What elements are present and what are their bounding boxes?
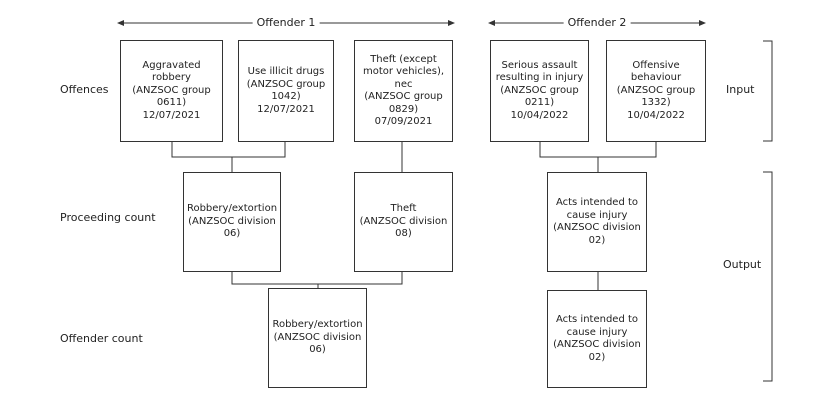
offence-box-offensive-behaviour: Offensive behaviour (ANZSOC group 1332) … (606, 40, 706, 142)
input-bracket (763, 40, 773, 142)
offence-box-aggravated-robbery: Aggravated robbery (ANZSOC group 0611) 1… (120, 40, 223, 142)
connector-assault-offensive (539, 142, 657, 158)
offender2-left-arrowhead (488, 20, 495, 26)
side-label-output: Output (723, 258, 762, 271)
offender1-right-arrowhead (448, 20, 455, 26)
connector-pc-merge (231, 272, 403, 285)
proceeding-box-acts-intended-to-cause-injury: Acts intended to cause injury (ANZSOC di… (547, 172, 647, 272)
connector-robbery-drugs (171, 142, 286, 158)
offender2-label: Offender 2 (563, 16, 631, 29)
proceeding-box-theft: Theft (ANZSOC division 08) (354, 172, 453, 272)
offender-box-acts-intended-to-cause-injury: Acts intended to cause injury (ANZSOC di… (547, 290, 647, 388)
row-label-offences: Offences (60, 83, 109, 96)
offender2-right-arrowhead (699, 20, 706, 26)
offence-box-serious-assault: Serious assault resulting in injury (ANZ… (490, 40, 589, 142)
side-label-input: Input (726, 83, 755, 96)
offender1-left-arrowhead (117, 20, 124, 26)
output-bracket (763, 171, 773, 382)
row-label-offender-count: Offender count (60, 332, 143, 345)
offender1-label: Offender 1 (252, 16, 320, 29)
offender-box-robbery-extortion: Robbery/extortion (ANZSOC division 06) (268, 288, 367, 388)
offence-box-use-illicit-drugs: Use illicit drugs (ANZSOC group 1042) 12… (238, 40, 334, 142)
offence-box-theft-except-motor-vehicles: Theft (except motor vehicles), nec (ANZS… (354, 40, 453, 142)
proceeding-box-robbery-extortion: Robbery/extortion (ANZSOC division 06) (183, 172, 281, 272)
row-label-proceeding-count: Proceeding count (60, 211, 156, 224)
